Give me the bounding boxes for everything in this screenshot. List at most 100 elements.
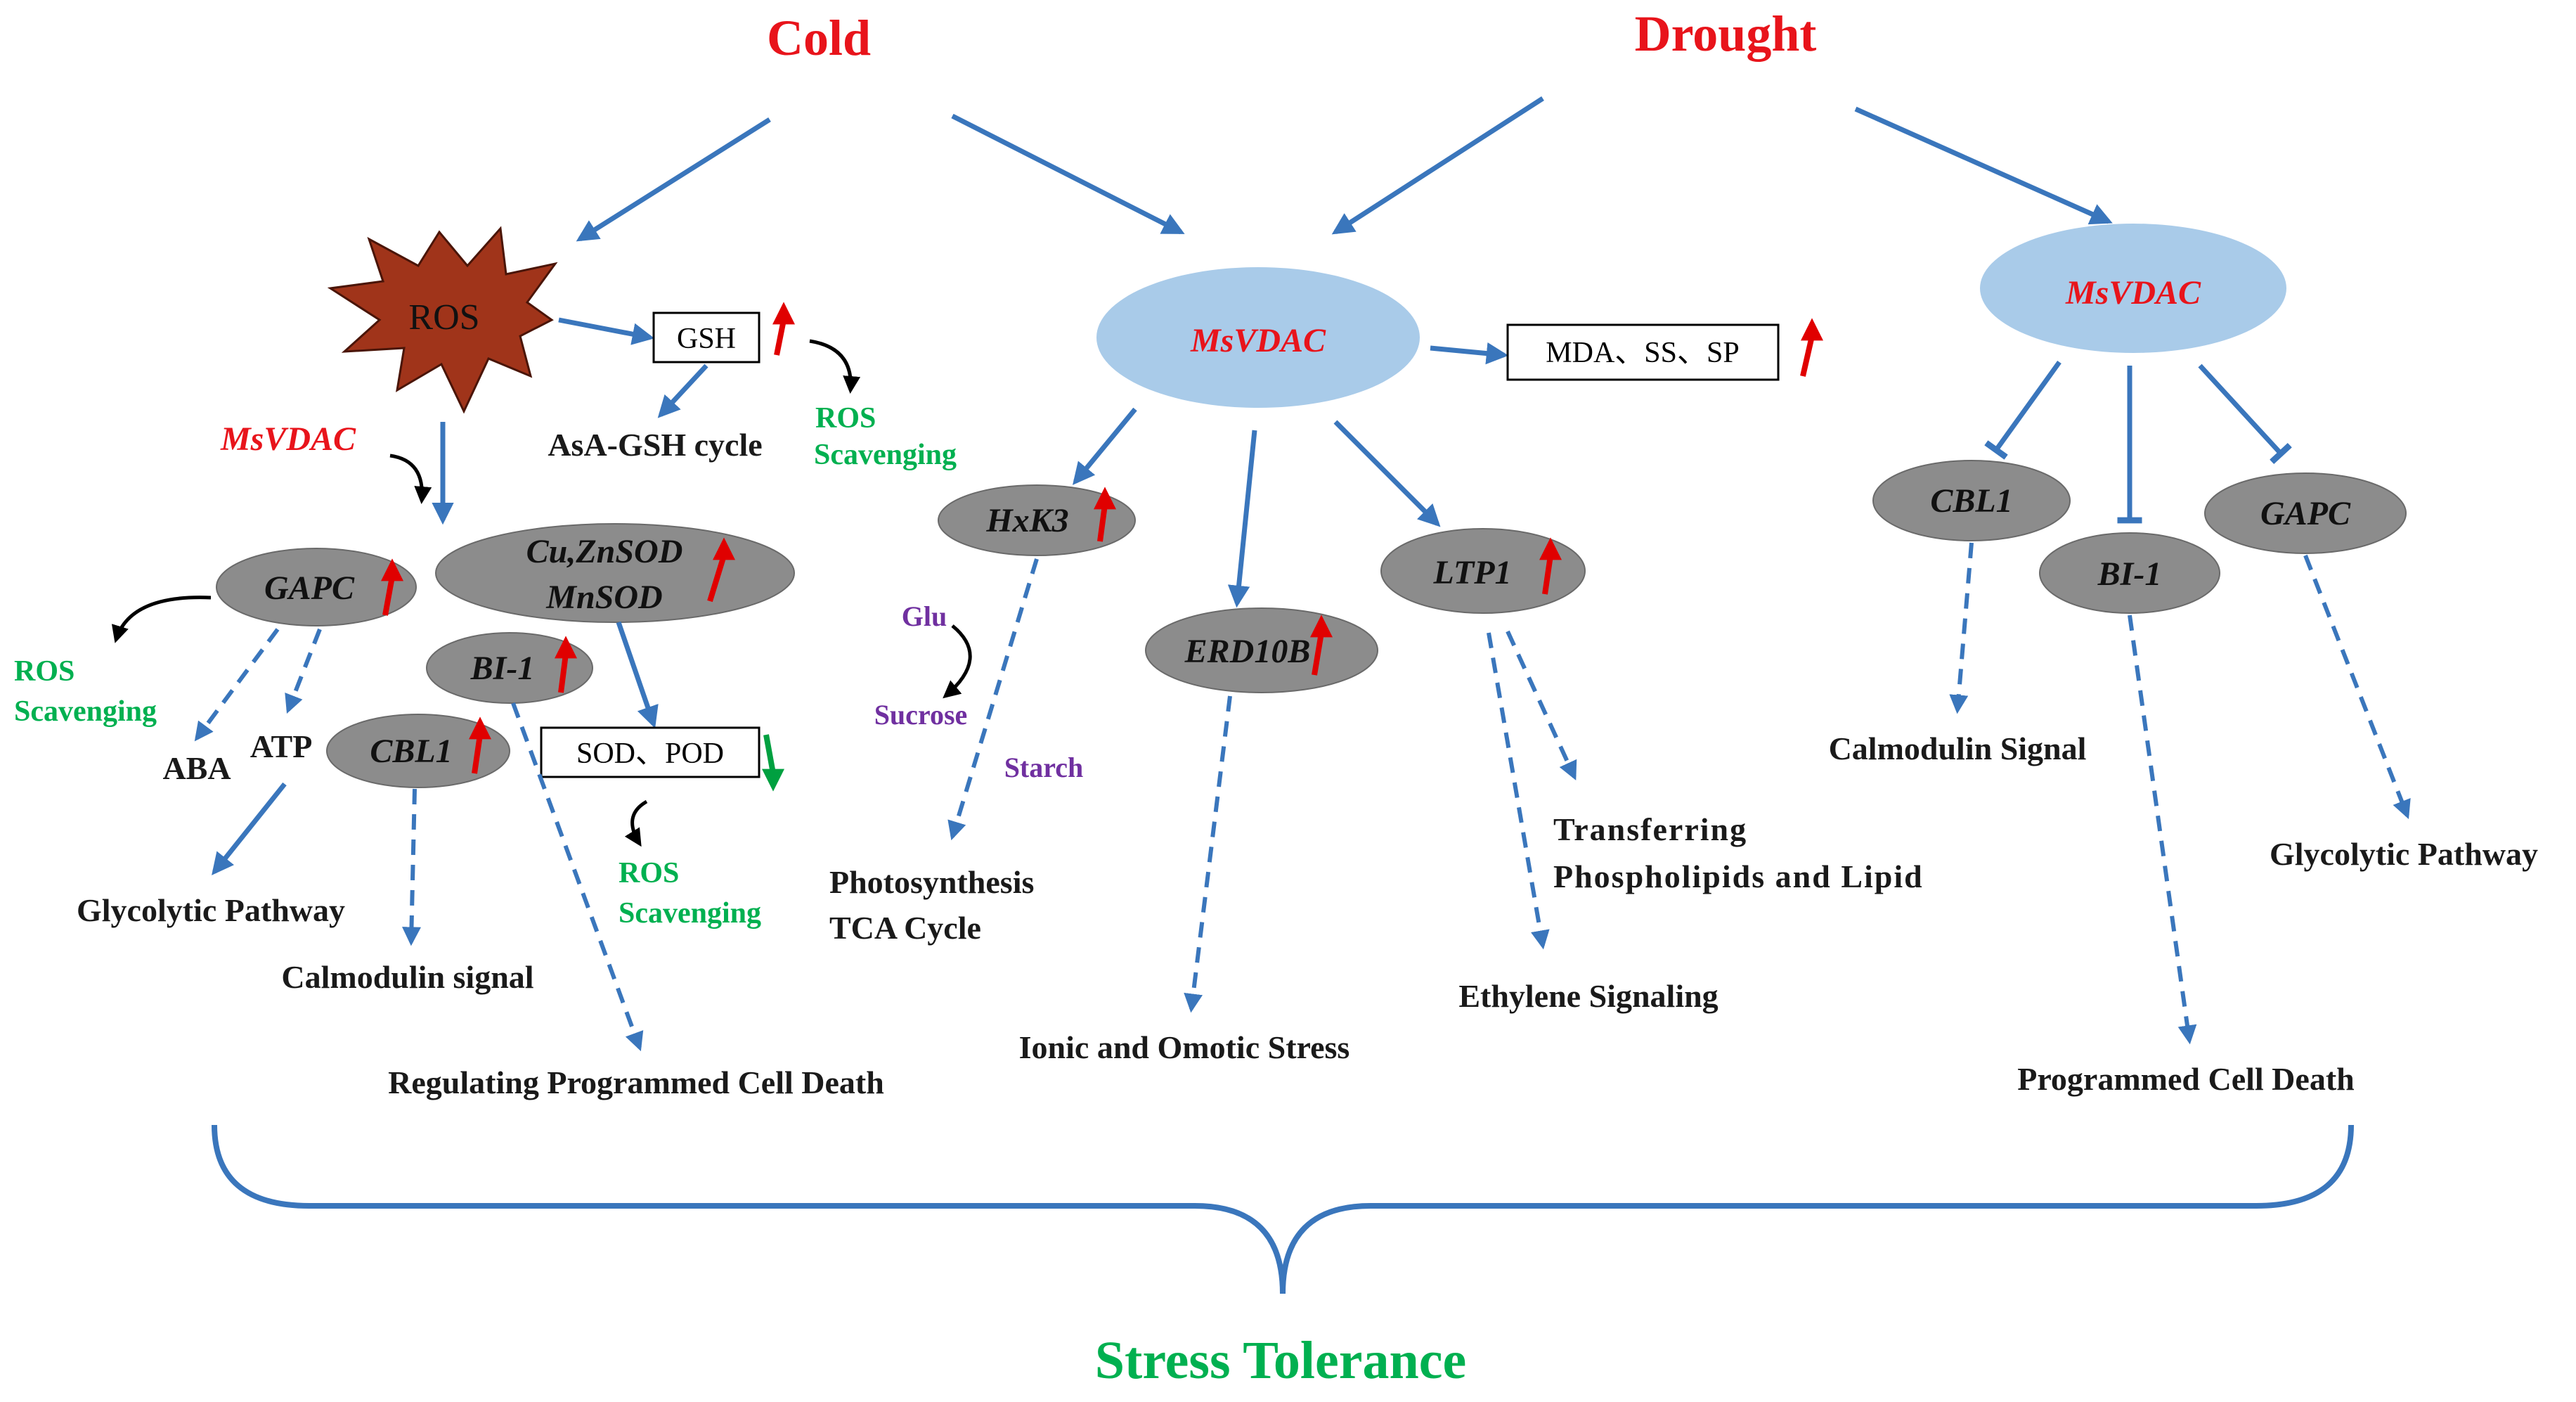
bi1-cold-label: BI-1 bbox=[470, 650, 535, 687]
atp-label: ATP bbox=[250, 728, 313, 764]
cbl1-drought-label: CBL1 bbox=[1930, 482, 2012, 520]
starch-label: Starch bbox=[1004, 752, 1084, 783]
mda-ss-sp-box bbox=[1506, 323, 1780, 381]
gapc-drought-label: GAPC bbox=[2260, 495, 2351, 532]
drought-stimulus-label: Drought bbox=[1635, 6, 1817, 62]
ltp1-up-arrow-icon bbox=[1539, 537, 1562, 595]
calmodulin-cold-label: Calmodulin signal bbox=[281, 959, 533, 995]
gapc-cold-up-arrow-icon bbox=[381, 558, 403, 616]
glu-label: Glu bbox=[902, 600, 947, 632]
dash-bi1-drought-to-pcd bbox=[2128, 615, 2197, 1045]
sod-cold-node bbox=[435, 523, 795, 623]
gsh-box bbox=[652, 311, 760, 364]
mda-ss-sp-label: MDA、SS、SP bbox=[1546, 337, 1739, 369]
ros-scavenging-sod-line1: ROS bbox=[619, 857, 679, 889]
inhibit-msvdac-to-cbl1 bbox=[1984, 360, 2062, 460]
cbl1-drought-node bbox=[1872, 460, 2071, 541]
ltp1-label: LTP1 bbox=[1432, 554, 1511, 591]
phospholipids-label: Phospholipids and Lipid bbox=[1553, 858, 1924, 894]
cold-stimulus-label: Cold bbox=[767, 10, 871, 66]
curve-gsh-to-ros-scavenging bbox=[809, 339, 861, 394]
msvdac-drought-node bbox=[1980, 224, 2286, 353]
sod-cold-up-arrow-icon bbox=[707, 537, 735, 603]
curve-sodpod-to-ros-scavenging bbox=[624, 799, 648, 847]
mnsod-label: MnSOD bbox=[545, 579, 662, 616]
dash-gapc-drought-to-glycolytic bbox=[2303, 554, 2411, 820]
arrow-ros-to-gsh bbox=[558, 317, 655, 345]
erd10b-label: ERD10B bbox=[1184, 633, 1311, 670]
dash-gapc-to-aba bbox=[194, 628, 280, 742]
ros-label: ROS bbox=[408, 297, 479, 337]
glycolytic-cold-label: Glycolytic Pathway bbox=[77, 892, 345, 928]
sod-pod-down-arrow-icon bbox=[762, 734, 784, 792]
arrow-atp-to-glycolytic bbox=[212, 782, 287, 875]
gsh-label: GSH bbox=[677, 323, 736, 355]
hxk3-label: HxK3 bbox=[985, 502, 1068, 539]
bi1-cold-up-arrow-icon bbox=[555, 636, 577, 693]
curve-glu-to-sucrose bbox=[943, 624, 972, 699]
dash-erd10b-to-ionic bbox=[1184, 695, 1232, 1013]
arrow-drought-to-msvdac-right bbox=[1854, 106, 2113, 225]
arrow-cold-to-msvdac bbox=[951, 113, 1185, 235]
hxk3-node bbox=[938, 484, 1136, 556]
stress-tolerance-brace bbox=[212, 1124, 2354, 1294]
arrow-sod-to-sodpod bbox=[616, 621, 659, 728]
ros-scavenging-gsh-line1: ROS bbox=[815, 402, 876, 435]
dash-ltp1-to-ethylene bbox=[1487, 632, 1550, 950]
bi1-drought-node bbox=[2039, 532, 2220, 614]
arrow-msvdac-to-erd10b bbox=[1227, 430, 1257, 608]
inhibit-msvdac-to-gapc bbox=[2198, 364, 2292, 465]
dash-cbl1-drought-to-calmodulin bbox=[1949, 542, 1974, 714]
pcd-cold-label: Regulating Programmed Cell Death bbox=[388, 1065, 884, 1100]
dash-bi1-to-pcd bbox=[511, 702, 644, 1052]
cbl1-cold-up-arrow-icon bbox=[469, 716, 491, 774]
cbl1-cold-node bbox=[326, 714, 510, 788]
gapc-cold-label: GAPC bbox=[264, 570, 355, 607]
sucrose-label: Sucrose bbox=[874, 699, 968, 731]
arrow-msvdac-to-hxk3 bbox=[1072, 407, 1137, 485]
curve-gapc-to-ros-scavenging bbox=[111, 596, 212, 643]
aba-label: ABA bbox=[162, 750, 231, 786]
bi1-cold-node bbox=[426, 632, 593, 704]
stress-tolerance-label: Stress Tolerance bbox=[1095, 1331, 1466, 1390]
cuznsod-label: Cu,ZnSOD bbox=[526, 533, 683, 570]
pcd-drought-label: Programmed Cell Death bbox=[2017, 1061, 2354, 1097]
sod-pod-box bbox=[540, 726, 760, 778]
asa-gsh-cycle-label: AsA-GSH cycle bbox=[548, 427, 762, 463]
gsh-up-arrow-icon bbox=[772, 302, 795, 356]
dash-gapc-to-atp bbox=[285, 628, 322, 714]
ros-scavenging-sod-line2: Scavenging bbox=[619, 897, 761, 930]
gapc-cold-node bbox=[216, 548, 417, 626]
cbl1-cold-label: CBL1 bbox=[370, 733, 452, 770]
msvdac-center-label: MsVDAC bbox=[1190, 322, 1326, 359]
ltp1-node bbox=[1380, 528, 1586, 614]
photosynthesis-label: Photosynthesis bbox=[829, 864, 1034, 900]
ionic-osmotic-label: Ionic and Omotic Stress bbox=[1019, 1029, 1350, 1065]
ethylene-signaling-label: Ethylene Signaling bbox=[1458, 978, 1718, 1014]
hxk3-up-arrow-icon bbox=[1094, 487, 1116, 542]
arrow-gsh-to-asa bbox=[657, 364, 708, 418]
ros-scavenging-gapc-line2: Scavenging bbox=[14, 695, 157, 728]
arrow-msvdac-to-ltp1 bbox=[1333, 420, 1441, 527]
msvdac-cold-left-label: MsVDAC bbox=[220, 420, 356, 458]
mda-up-arrow-icon bbox=[1800, 318, 1823, 377]
erd10b-up-arrow-icon bbox=[1310, 615, 1333, 676]
ros-scavenging-gsh-line2: Scavenging bbox=[814, 439, 957, 471]
calmodulin-drought-label: Calmodulin Signal bbox=[1829, 731, 2087, 766]
arrow-msvdac-to-mda bbox=[1430, 342, 1509, 365]
sod-pod-label: SOD、POD bbox=[576, 738, 724, 770]
arrow-drought-to-msvdac bbox=[1331, 96, 1544, 235]
dash-cbl1-to-calmodulin bbox=[401, 788, 421, 946]
transferring-label: Transferring bbox=[1553, 811, 1747, 847]
ros-scavenging-gapc-line1: ROS bbox=[14, 655, 75, 688]
dash-ltp1-to-transferring bbox=[1506, 630, 1577, 780]
bi1-drought-label: BI-1 bbox=[2097, 555, 2162, 593]
dash-hxk3-to-photosynthesis bbox=[947, 558, 1039, 841]
gapc-drought-node bbox=[2204, 472, 2407, 554]
curve-msvdac-to-sod bbox=[389, 454, 432, 504]
glycolytic-drought-label: Glycolytic Pathway bbox=[2270, 836, 2538, 872]
arrow-cold-to-ros bbox=[576, 117, 771, 242]
msvdac-center-node bbox=[1096, 267, 1420, 408]
tca-cycle-label: TCA Cycle bbox=[829, 910, 981, 946]
